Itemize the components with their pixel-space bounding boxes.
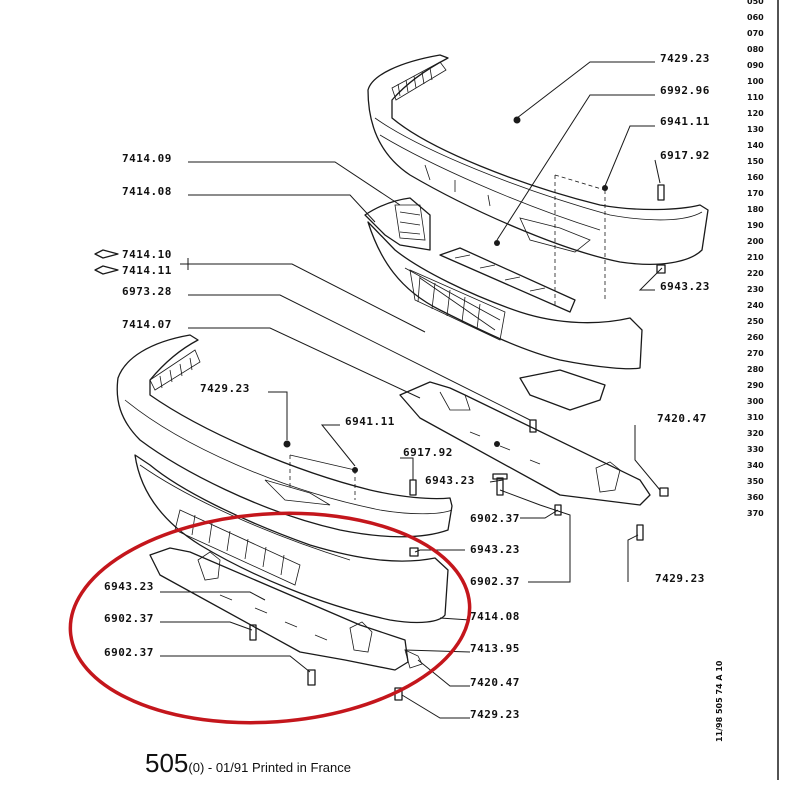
upper-bumper-assembly (364, 54, 709, 411)
callout-labels: 7429.23 6992.96 6941.11 6917.92 7414.09 … (104, 52, 710, 721)
callout-6941-11-mid: 6941.11 (345, 415, 395, 428)
callout-7429-23-mid: 7429.23 (200, 382, 250, 395)
callout-7420-47-low: 7420.47 (470, 676, 520, 689)
scale-tick-label: 320 (747, 429, 764, 438)
scale-tick-label: 310 (747, 413, 764, 422)
callout-7429-23-top: 7429.23 (660, 52, 710, 65)
scale-tick-label: 340 (747, 461, 764, 470)
fastener-bolts (249, 184, 669, 701)
scale-tick-label: 050 (747, 0, 764, 6)
scale-tick-label: 280 (747, 365, 764, 374)
scale-tick-label: 120 (747, 109, 764, 118)
scale-tick-label: 240 (747, 301, 764, 310)
scale-tick-label: 140 (747, 141, 764, 150)
scale-tick-label: 250 (747, 317, 764, 326)
callout-6902-37-left1: 6902.37 (104, 612, 154, 625)
callout-7414-08-top: 7414.08 (122, 185, 172, 198)
callout-7414-08-low: 7414.08 (470, 610, 520, 623)
scale-tick-label: 180 (747, 205, 764, 214)
scale-tick-label: 100 (747, 77, 764, 86)
scale-tick-label: 170 (747, 189, 764, 198)
leader-lines (94, 61, 663, 719)
footer-page-number: 505 (145, 748, 188, 778)
scale-tick-label: 080 (747, 45, 764, 54)
lower-bumper-assembly (116, 116, 669, 701)
callout-6917-92-top: 6917.92 (660, 149, 710, 162)
scale-tick-label: 090 (747, 61, 764, 70)
scale-tick-label: 160 (747, 173, 764, 182)
callout-6943-23-low: 6943.23 (470, 543, 520, 556)
callout-7414-09: 7414.09 (122, 152, 172, 165)
scale-tick-label: 330 (747, 445, 764, 454)
scale-tick-label: 300 (747, 397, 764, 406)
callout-7429-23-right: 7429.23 (655, 572, 705, 585)
scale-tick-label: 230 (747, 285, 764, 294)
footer-edition: (0) - 01/91 Printed in France (188, 760, 351, 775)
callout-7413-95: 7413.95 (470, 642, 520, 655)
scale-tick-label: 220 (747, 269, 764, 278)
highlight-ring (68, 511, 472, 725)
scale-tick-label: 200 (747, 237, 764, 246)
callout-6902-37-mid: 6902.37 (470, 512, 520, 525)
footer: 505(0) - 01/91 Printed in France (145, 748, 351, 778)
callout-6943-23-right: 6943.23 (660, 280, 710, 293)
callout-6992-96: 6992.96 (660, 84, 710, 97)
scale-tick-label: 350 (747, 477, 764, 486)
callout-6941-11-top: 6941.11 (660, 115, 710, 128)
scale-tick-label: 370 (747, 509, 764, 518)
scale-tick-label: 190 (747, 221, 764, 230)
scale-tick-label: 150 (747, 157, 764, 166)
callout-7414-11: 7414.11 (122, 264, 172, 277)
scale-tick-label: 130 (747, 125, 764, 134)
scale-tick-label: 360 (747, 493, 764, 502)
callout-6902-37-left2: 6902.37 (104, 646, 154, 659)
scale-tick-label: 110 (747, 93, 764, 102)
scale-tick-label: 070 (747, 29, 764, 38)
clip-dots (283, 116, 608, 473)
reference-scale: 050 060 070 080 090 100 110 120 130 140 150 160 170 1… (747, 0, 764, 518)
callout-6973-28: 6973.28 (122, 285, 172, 298)
scale-tick-label: 260 (747, 333, 764, 342)
scale-tick-label: 270 (747, 349, 764, 358)
scale-tick-label: 210 (747, 253, 764, 262)
callout-6943-23-mid: 6943.23 (425, 474, 475, 487)
scale-tick-label: 290 (747, 381, 764, 390)
callout-7414-07: 7414.07 (122, 318, 172, 331)
callout-7420-47-right: 7420.47 (657, 412, 707, 425)
side-reference-code: 11/98 505 74 A 10 (715, 660, 724, 742)
callout-6902-37-right: 6902.37 (470, 575, 520, 588)
callout-7414-10: 7414.10 (122, 248, 172, 261)
scale-tick-label: 060 (747, 13, 764, 22)
callout-7429-23-bottom: 7429.23 (470, 708, 520, 721)
callout-6943-23-left: 6943.23 (104, 580, 154, 593)
callout-6917-92-mid: 6917.92 (403, 446, 453, 459)
